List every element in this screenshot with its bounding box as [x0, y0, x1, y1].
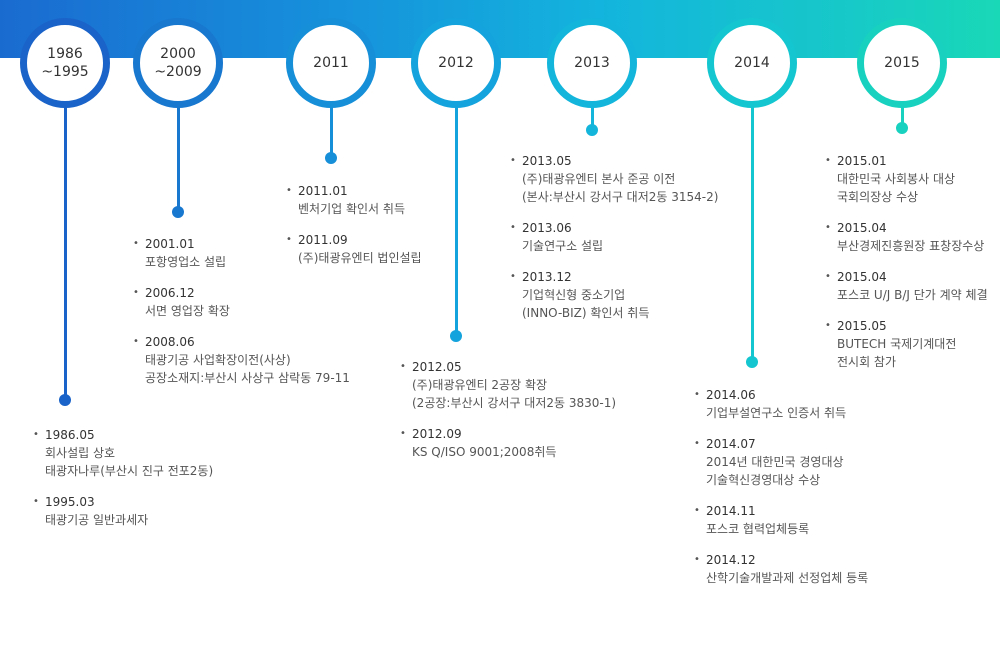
entry-description: (주)태광유엔티 본사 준공 이전 (본사:부산시 강서구 대저2동 3154-… [522, 172, 719, 204]
entry-date: 2015.05 [837, 319, 887, 333]
entry-date: 1986.05 [45, 428, 95, 442]
history-entry: 2013.05 (주)태광유엔티 본사 준공 이전 (본사:부산시 강서구 대저2… [510, 152, 719, 206]
entry-description: 기술연구소 설립 [522, 239, 604, 253]
history-entry: 2011.09 (주)태광유엔티 법인설립 [286, 231, 422, 267]
year-label: 1986 ~1995 [41, 46, 89, 80]
year-circle: 2014 [707, 18, 797, 108]
entry-date: 2014.06 [706, 388, 756, 402]
history-entry: 2008.06 태광기공 사업확장이전(사상) 공장소재지:부산시 사상구 삼락동… [133, 333, 350, 387]
history-entry: 2014.12 산학기술개발과제 선정업체 등록 [694, 551, 869, 587]
entry-description: 부산경제진흥원장 표창장수상 [837, 239, 985, 253]
history-entry: 2011.01 벤처기업 확인서 취득 [286, 182, 422, 218]
entry-date: 2015.04 [837, 270, 887, 284]
entry-description: 태광기공 사업확장이전(사상) 공장소재지:부산시 사상구 삼락동 79-11 [145, 353, 350, 385]
timeline-dot [59, 394, 71, 406]
history-entry: 2012.09 KS Q/ISO 9001;2008취득 [400, 425, 616, 461]
year-label: 2012 [438, 55, 474, 71]
history-entry: 2015.01 대한민국 사회봉사 대상 국회의장상 수상 [825, 152, 988, 206]
entry-date: 2014.12 [706, 553, 756, 567]
year-circle: 2015 [857, 18, 947, 108]
history-group: 2013.05 (주)태광유엔티 본사 준공 이전 (본사:부산시 강서구 대저2… [510, 152, 719, 335]
entry-description: (주)태광유엔티 2공장 확장 (2공장:부산시 강서구 대저2동 3830-1… [412, 378, 617, 410]
entry-description: 2014년 대한민국 경영대상 기술혁신경영대상 수상 [706, 455, 844, 487]
history-group: 2015.01 대한민국 사회봉사 대상 국회의장상 수상 2015.04 부산경제진… [825, 152, 988, 384]
entry-description: 포스코 U/J B/J 단가 계약 체결 [837, 288, 988, 302]
entry-date: 1995.03 [45, 495, 95, 509]
timeline-dot [325, 152, 337, 164]
history-entry: 2006.12 서면 영업장 확장 [133, 284, 350, 320]
history-entry: 2015.04 부산경제진흥원장 표창장수상 [825, 219, 988, 255]
timeline-connector [63, 104, 67, 400]
entry-description: 기업부설연구소 인증서 취득 [706, 406, 847, 420]
year-label: 2015 [884, 55, 920, 71]
history-group: 2011.01 벤처기업 확인서 취득 2011.09 (주)태광유엔티 법인설립 [286, 182, 422, 280]
timeline-connector [176, 104, 180, 212]
entry-date: 2006.12 [145, 286, 195, 300]
entry-date: 2014.11 [706, 504, 756, 518]
history-entry: 1995.03 태광기공 일반과세자 [33, 493, 213, 529]
entry-date: 2012.09 [412, 427, 462, 441]
entry-description: 서면 영업장 확장 [145, 304, 230, 318]
entry-date: 2015.04 [837, 221, 887, 235]
history-entry: 1986.05 회사설립 상호 태광자나루(부산시 진구 전포2동) [33, 426, 214, 480]
entry-date: 2013.06 [522, 221, 572, 235]
history-entry: 2013.12 기업혁신형 중소기업 (INNO-BIZ) 확인서 취득 [510, 268, 718, 322]
history-entry: 2014.11 포스코 협력업체등록 [694, 502, 868, 538]
entry-description: BUTECH 국제기계대전 전시회 참가 [837, 337, 957, 369]
entry-description: 기업혁신형 중소기업 (INNO-BIZ) 확인서 취득 [522, 288, 650, 320]
entry-date: 2011.09 [298, 233, 348, 247]
entry-date: 2012.05 [412, 360, 462, 374]
entry-date: 2013.05 [522, 154, 572, 168]
year-label: 2014 [734, 55, 770, 71]
timeline-connector [590, 104, 594, 130]
year-circle: 1986 ~1995 [20, 18, 110, 108]
history-entry: 2015.04 포스코 U/J B/J 단가 계약 체결 [825, 268, 988, 304]
entry-description: (주)태광유엔티 법인설립 [298, 251, 422, 265]
timeline-dot [586, 124, 598, 136]
entry-description: KS Q/ISO 9001;2008취득 [412, 445, 557, 459]
history-entry: 2014.06 기업부설연구소 인증서 취득 [694, 386, 868, 422]
history-entry: 2014.07 2014년 대한민국 경영대상 기술혁신경영대상 수상 [694, 435, 868, 489]
history-group: 1986.05 회사설립 상호 태광자나루(부산시 진구 전포2동) 1995.03… [33, 426, 214, 542]
timeline-connector [900, 104, 904, 128]
year-circle: 2011 [286, 18, 376, 108]
entry-description: 포스코 협력업체등록 [706, 522, 810, 536]
entry-date: 2014.07 [706, 437, 756, 451]
timeline-connector [329, 104, 333, 158]
year-label: 2013 [574, 55, 610, 71]
timeline-dot [746, 356, 758, 368]
year-label: 2000 ~2009 [154, 46, 202, 80]
entry-description: 대한민국 사회봉사 대상 국회의장상 수상 [837, 172, 956, 204]
entry-date: 2015.01 [837, 154, 887, 168]
entry-description: 산학기술개발과제 선정업체 등록 [706, 571, 869, 585]
timeline-dot [172, 206, 184, 218]
timeline-connector [750, 104, 754, 362]
year-circle: 2000 ~2009 [133, 18, 223, 108]
history-entry: 2001.01 포항영업소 설립 [133, 235, 350, 271]
entry-date: 2001.01 [145, 237, 195, 251]
history-group: 2001.01 포항영업소 설립 2006.12 서면 영업장 확장 2008.06 태광… [133, 235, 350, 400]
history-entry: 2013.06 기술연구소 설립 [510, 219, 718, 255]
entry-date: 2011.01 [298, 184, 348, 198]
history-group: 2012.05 (주)태광유엔티 2공장 확장 (2공장:부산시 강서구 대저2동… [400, 358, 617, 474]
entry-description: 회사설립 상호 태광자나루(부산시 진구 전포2동) [45, 446, 214, 478]
entry-date: 2008.06 [145, 335, 195, 349]
history-group: 2014.06 기업부설연구소 인증서 취득 2014.07 2014년 대한민국 경… [694, 386, 869, 600]
year-circle: 2012 [411, 18, 501, 108]
timeline-dot [450, 330, 462, 342]
entry-description: 태광기공 일반과세자 [45, 513, 149, 527]
year-label: 2011 [313, 55, 349, 71]
history-entry: 2012.05 (주)태광유엔티 2공장 확장 (2공장:부산시 강서구 대저2동… [400, 358, 617, 412]
entry-description: 벤처기업 확인서 취득 [298, 202, 405, 216]
entry-date: 2013.12 [522, 270, 572, 284]
entry-description: 포항영업소 설립 [145, 255, 227, 269]
timeline-dot [896, 122, 908, 134]
year-circle: 2013 [547, 18, 637, 108]
timeline-connector [454, 104, 458, 336]
